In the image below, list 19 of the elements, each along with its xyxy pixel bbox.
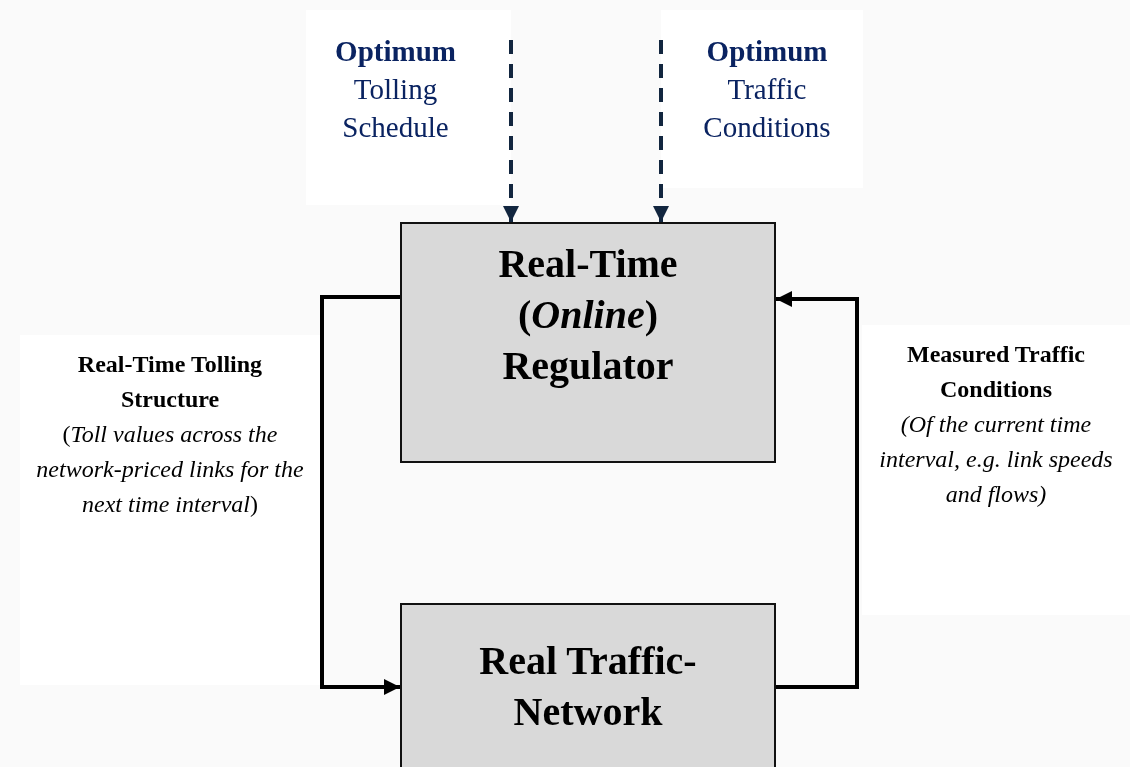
process-box <box>400 222 776 463</box>
input-panel <box>306 10 511 205</box>
input-text: Tolling Schedule <box>341 72 450 145</box>
feedback-arrow <box>776 291 859 689</box>
annotation-heading: Real-Time Tolling Structure <box>76 350 264 414</box>
annotation-panel <box>20 335 320 685</box>
process-box <box>400 603 776 767</box>
process-label: Real-Time (Online) Regulator <box>497 240 679 390</box>
input-panel <box>661 10 863 188</box>
annotation-heading: Measured Traffic Conditions <box>906 340 1086 404</box>
input-heading: Optimum <box>335 34 456 69</box>
process-label: Real Traffic-Network <box>478 637 698 736</box>
dashed-arrow <box>503 40 519 222</box>
input-text: Traffic Conditions <box>702 72 832 145</box>
dashed-arrow <box>653 40 669 222</box>
annotation-text: (Toll values across the network-priced links for the next time interval) <box>35 420 305 519</box>
annotation-text: (Of the current time interval, e.g. link speeds and flows) <box>878 410 1114 509</box>
input-heading: Optimum <box>706 34 828 69</box>
feedback-arrow <box>320 295 400 695</box>
